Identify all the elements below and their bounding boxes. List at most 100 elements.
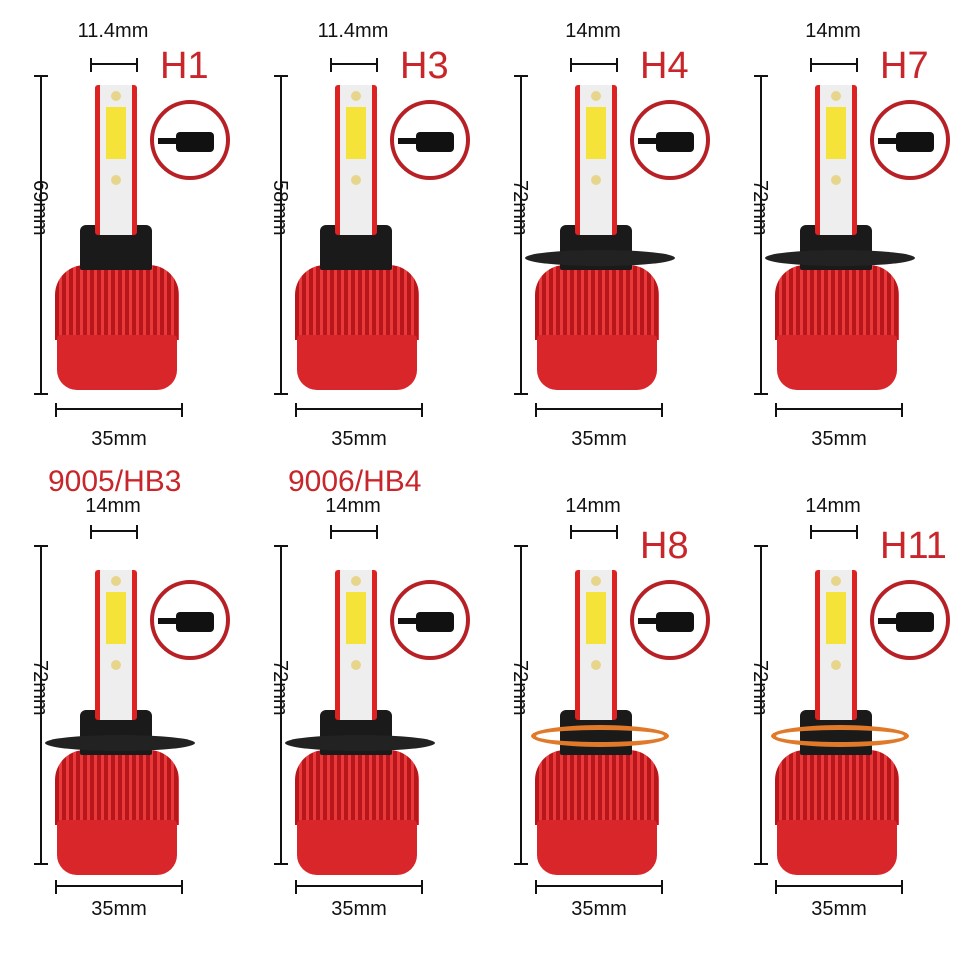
top-width-label: 11.4mm [317,20,389,42]
connector-inset [870,100,950,180]
bulb-base [537,335,657,390]
bulb-card-h11: 14mm H11 72mm 35mm [720,480,960,960]
bulb-card-h4: 14mm H4 72mm 35mm [480,0,720,480]
height-bracket [754,75,768,395]
bottom-width-label: 35mm [91,898,147,920]
led-dot [591,660,601,670]
bottom-width-bracket [535,403,663,417]
cob-led [826,592,846,644]
height-bracket [34,75,48,395]
led-bulb-image [771,570,909,880]
cob-led [106,107,126,159]
height-bracket [274,545,288,865]
led-chip-board [335,570,377,720]
bulb-card-h1: 11.4mm H1 69mm 35mm [0,0,240,480]
led-bulb-image [525,85,675,395]
height-bracket [754,545,768,865]
top-width-bracket [570,525,618,539]
connector-inset [390,100,470,180]
top-width-label: 14mm [565,495,621,517]
bulb-base [297,335,417,390]
connector-plug-icon [158,612,214,632]
led-bulb-image [285,570,435,880]
cob-led [826,107,846,159]
height-label: 72mm [749,180,771,236]
heat-sink [775,265,899,340]
bottom-width-label: 35mm [571,898,627,920]
connector-inset [870,580,950,660]
orange-seal-ring [531,725,669,747]
heat-sink [55,750,179,825]
top-width-bracket [330,58,378,72]
bottom-width-label: 35mm [571,428,627,450]
led-chip-board [335,85,377,235]
heat-sink [775,750,899,825]
top-width-bracket [810,525,858,539]
connector-plug-icon [878,612,934,632]
height-bracket [514,75,528,395]
bottom-width-label: 35mm [91,428,147,450]
led-bulb-image [45,570,195,880]
led-dot [111,175,121,185]
connector-plug-icon [878,132,934,152]
model-label: 9006/HB4 [288,465,422,498]
led-bulb-image [531,570,669,880]
model-label: H1 [160,45,209,87]
bottom-width-bracket [55,880,183,894]
bottom-width-label: 35mm [811,898,867,920]
bulb-base [537,820,657,875]
model-label: 9005/HB3 [48,465,182,498]
model-label: H3 [400,45,449,87]
bottom-width-bracket [295,403,423,417]
model-label: H11 [880,525,947,567]
connector-inset [630,100,710,180]
height-bracket [34,545,48,865]
bottom-width-bracket [55,403,183,417]
led-dot [351,91,361,101]
led-dot [351,576,361,586]
led-chip-board [95,570,137,720]
bottom-width-bracket [295,880,423,894]
cob-led [346,592,366,644]
led-dot [351,175,361,185]
model-label: H8 [640,525,689,567]
mount-flange [285,735,435,751]
top-width-bracket [570,58,618,72]
led-bulb-image [295,85,425,395]
led-dot [111,91,121,101]
heat-sink [55,265,179,340]
cob-led [346,107,366,159]
bulb-card-9006-hb4: 14mm 9006/HB4 72mm 35mm [240,465,480,960]
bulb-base [57,335,177,390]
height-label: 72mm [509,660,531,716]
cob-led [586,592,606,644]
height-label: 72mm [509,180,531,236]
connector-inset [150,100,230,180]
height-label: 72mm [269,660,291,716]
height-label: 72mm [749,660,771,716]
led-dot [111,660,121,670]
top-width-label: 14mm [565,20,621,42]
height-bracket [274,75,288,395]
led-chip-board [575,570,617,720]
led-dot [591,576,601,586]
model-label: H4 [640,45,689,87]
bottom-width-bracket [535,880,663,894]
led-dot [591,91,601,101]
led-dot [831,91,841,101]
heat-sink [295,750,419,825]
connector-plug-icon [638,132,694,152]
bottom-width-bracket [775,403,903,417]
led-chip-board [815,570,857,720]
height-bracket [514,545,528,865]
bulb-base [297,820,417,875]
connector-plug-icon [638,612,694,632]
mount-flange [45,735,195,751]
led-dot [351,660,361,670]
bottom-width-label: 35mm [811,428,867,450]
connector-plug-icon [398,612,454,632]
bulb-card-9005-hb3: 14mm 9005/HB3 72mm 35mm [0,465,240,960]
cob-led [586,107,606,159]
led-dot [831,576,841,586]
top-width-bracket [810,58,858,72]
